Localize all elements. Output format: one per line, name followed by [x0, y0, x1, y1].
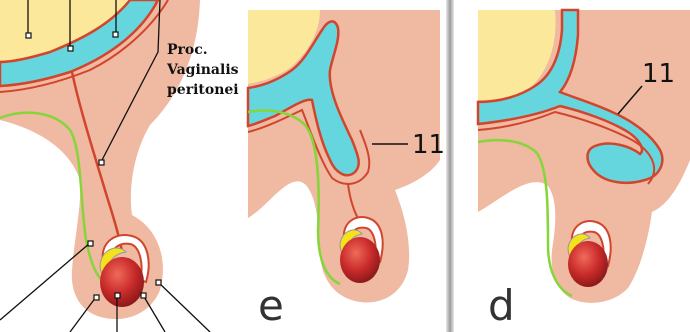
testis-left — [100, 257, 144, 307]
label-proc-line2: Vaginalis — [166, 62, 239, 78]
callout-11-e: 11 — [412, 130, 445, 160]
panel-label-e: e — [258, 281, 284, 330]
panel-divider — [446, 0, 454, 332]
panel-left: Proc. Vaginalis peritonei — [0, 0, 239, 332]
callout-11-d: 11 — [642, 59, 675, 89]
label-proc-line1: Proc. — [167, 42, 208, 58]
testis-d — [568, 241, 608, 287]
panel-label-d: d — [488, 281, 515, 330]
panel-d: 11 d — [478, 10, 690, 330]
label-proc-line3: peritonei — [167, 82, 239, 98]
panel-e: 11 e — [248, 10, 445, 330]
testis-e — [340, 237, 380, 283]
